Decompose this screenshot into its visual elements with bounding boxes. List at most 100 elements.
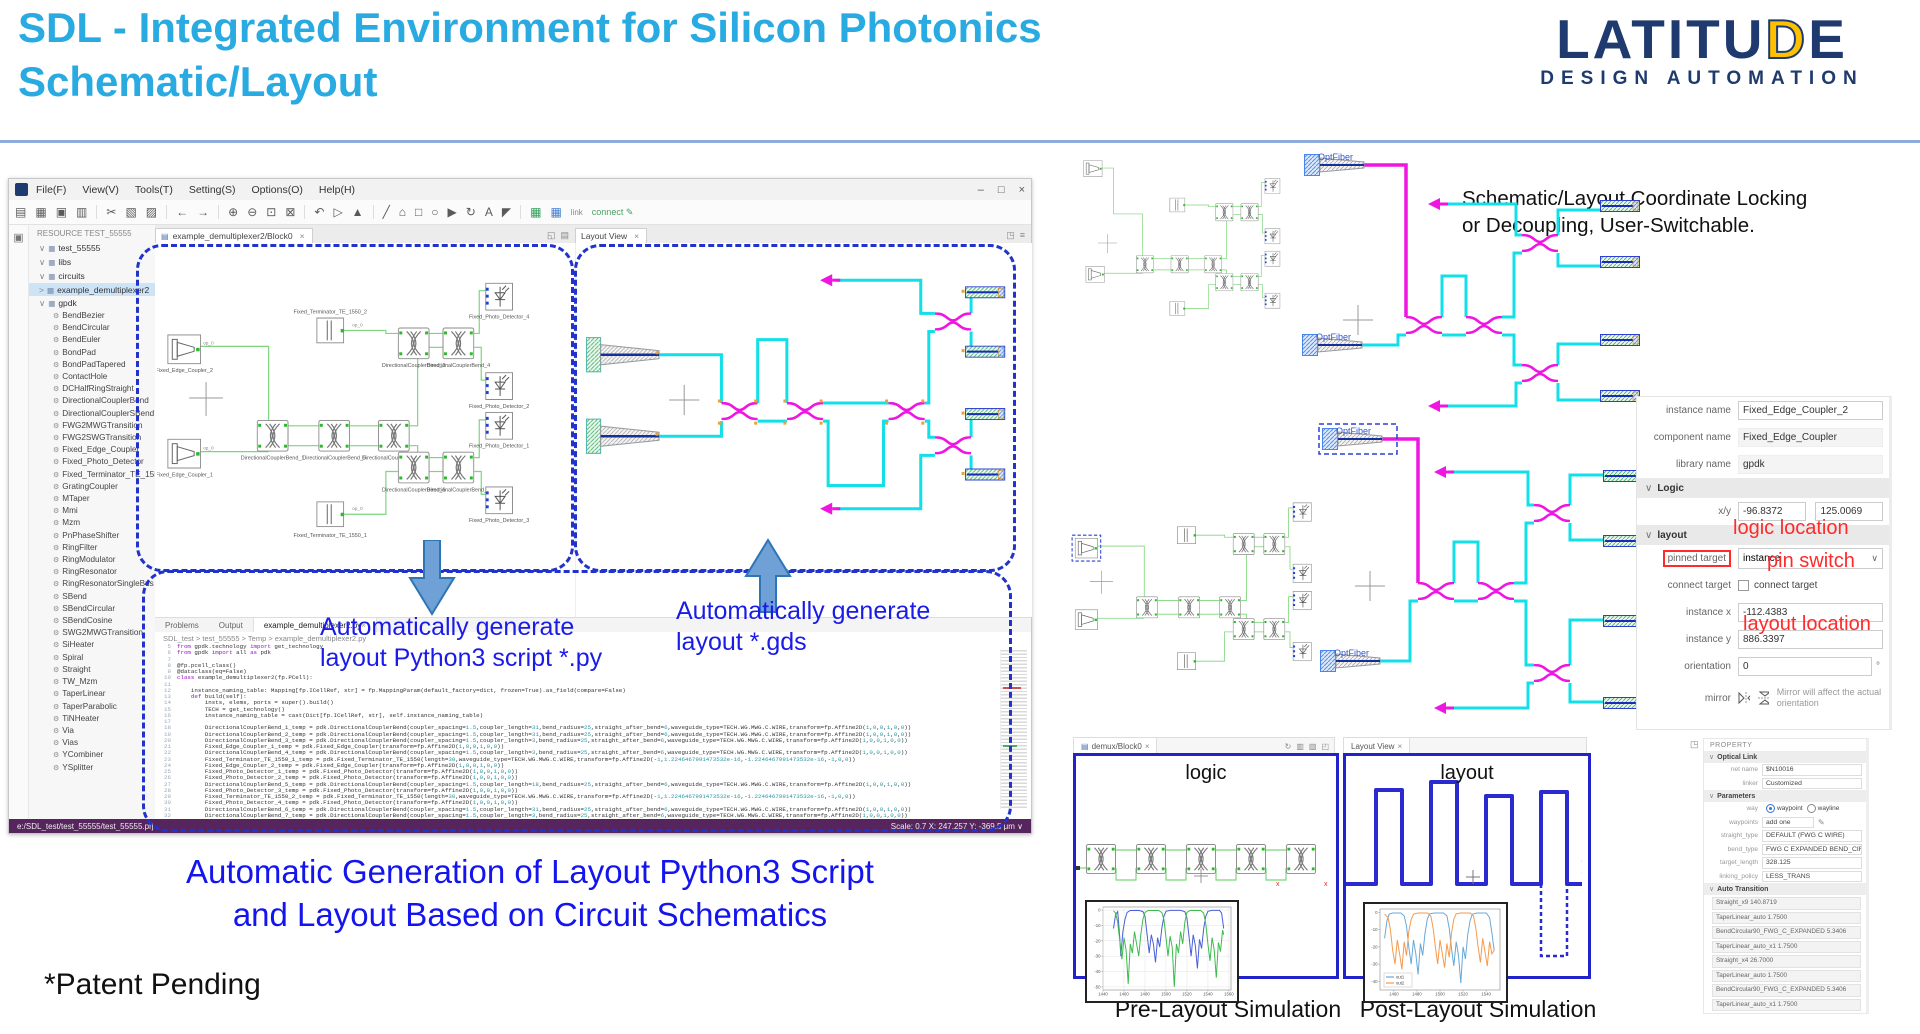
flag-icon[interactable]: ▲ <box>351 205 364 219</box>
schematic-symbol[interactable] <box>167 438 202 469</box>
schematic-symbol[interactable] <box>1176 526 1197 545</box>
zoom-window-icon[interactable]: ⊡ <box>266 205 277 219</box>
linking-policy-field[interactable]: LESS_TRANS <box>1762 870 1862 882</box>
tab-layout-view-bottom[interactable]: Layout View× <box>1344 738 1411 754</box>
schematic-symbol[interactable] <box>318 419 351 452</box>
component-item[interactable]: ⚙SBend <box>53 591 87 601</box>
schematic-symbol[interactable] <box>1240 203 1259 222</box>
fullscreen-icon[interactable]: ◳ <box>1690 739 1699 749</box>
schematic-symbol[interactable] <box>316 317 345 344</box>
schematic-symbol[interactable] <box>1136 596 1158 619</box>
close-button[interactable]: × <box>1018 183 1025 196</box>
instance-name-field[interactable]: Fixed_Edge_Coupler_2 <box>1738 401 1883 420</box>
schematic-symbol[interactable] <box>256 419 289 452</box>
schematic-symbol[interactable] <box>1083 160 1103 178</box>
tree-item-test_55555[interactable]: ∨▦test_55555 <box>39 242 101 253</box>
tab-schematic[interactable]: ▤example_demultiplexer2/Block0× <box>155 228 313 243</box>
parameters-section[interactable]: ∨Parameters <box>1704 790 1866 802</box>
layout-detector[interactable] <box>1600 200 1640 212</box>
code-minimap[interactable] <box>1000 649 1027 809</box>
tree-item-circuits[interactable]: ∨▦circuits <box>39 270 85 281</box>
component-item[interactable]: ⚙TaperParabolic <box>53 701 117 711</box>
code-tab-example-demultiplexer2-py[interactable]: example_demultiplexer2.py × <box>252 618 377 633</box>
rotate-icon[interactable]: ↶ <box>314 205 325 219</box>
component-item[interactable]: ⚙Fixed_Photo_Detector <box>53 457 144 467</box>
schematic-symbol[interactable] <box>1135 255 1154 274</box>
menu-view[interactable]: View(V) <box>82 183 119 196</box>
schematic-symbol[interactable] <box>1292 642 1312 662</box>
ellipse-tool-icon[interactable]: ○ <box>431 205 439 219</box>
logic-x-field[interactable]: -96.8372 <box>1738 502 1806 521</box>
schematic-symbol[interactable] <box>1292 563 1312 583</box>
component-item[interactable]: ⚙Spiral <box>53 652 84 662</box>
waypoints-field[interactable]: add one <box>1762 816 1814 828</box>
component-item[interactable]: ⚙BondPadTapered <box>53 359 126 369</box>
mini-schematic-middle[interactable] <box>1068 478 1354 685</box>
layout-detector[interactable] <box>965 286 1006 299</box>
mini-schematic-top[interactable] <box>1080 158 1315 384</box>
schematic-symbol[interactable] <box>1264 178 1281 194</box>
tab-close-icon[interactable]: × <box>1144 741 1150 751</box>
target-length-field[interactable]: 328.125 <box>1762 857 1862 869</box>
schematic-symbol[interactable] <box>442 451 475 484</box>
schematic-symbol[interactable] <box>1176 652 1197 671</box>
component-item[interactable]: ⚙Mmi <box>53 506 78 516</box>
net-name-field[interactable]: $N10016 <box>1762 764 1862 776</box>
tab-demux-block0[interactable]: ▤demux/Block0× <box>1074 738 1158 754</box>
layout-detector[interactable] <box>965 345 1006 358</box>
component-item[interactable]: ⚙FWG2SWGTransition <box>53 433 142 443</box>
component-item[interactable]: ⚙RingResonatorSingleBus <box>53 579 154 589</box>
component-item[interactable]: ⚙BondPad <box>53 347 96 357</box>
pinned-target-dropdown[interactable]: instance∨ <box>1738 548 1883 569</box>
schematic-symbol[interactable] <box>1286 844 1316 874</box>
schematic-symbol[interactable] <box>485 372 514 400</box>
layout-detector[interactable] <box>1600 256 1640 268</box>
minimize-button[interactable]: – <box>977 183 984 196</box>
connect-tool-label[interactable]: connect ✎ <box>591 206 634 217</box>
run-icon[interactable]: ▷ <box>333 205 343 219</box>
instance-x-field[interactable]: -112.4383 <box>1738 603 1883 622</box>
chevron-down-icon[interactable]: ∨ <box>1017 821 1023 831</box>
auto-transition-section[interactable]: ∨Auto Transition <box>1704 883 1866 895</box>
logic-y-field[interactable]: 125.0069 <box>1815 502 1884 521</box>
component-item[interactable]: ⚙Mzm <box>53 518 81 528</box>
component-item[interactable]: ⚙Via <box>53 725 74 735</box>
component-item[interactable]: ⚙SBendCosine <box>53 616 113 626</box>
rotate-tool-icon[interactable]: ↻ <box>465 205 476 219</box>
schematic-symbol[interactable] <box>1215 273 1234 292</box>
schematic-symbol[interactable] <box>1086 844 1116 874</box>
component-item[interactable]: ⚙BendBezier <box>53 311 105 320</box>
schematic-symbol[interactable] <box>1204 255 1223 274</box>
schematic-symbol[interactable] <box>377 419 410 452</box>
menu-help[interactable]: Help(H) <box>318 183 356 196</box>
line-tool-icon[interactable]: ╱ <box>382 205 390 219</box>
layout-detector[interactable] <box>965 408 1006 421</box>
pencil-icon[interactable]: ✎ <box>1818 817 1825 827</box>
tab-layout-view[interactable]: Layout View× <box>575 228 648 243</box>
bend-type-field[interactable]: FWG C EXPANDED BEND_CIRCULAR <box>1762 843 1862 855</box>
schematic-symbol[interactable] <box>1136 844 1166 874</box>
back-icon[interactable]: ← <box>176 205 189 219</box>
pane-icons[interactable]: ◳≡ <box>1006 230 1031 243</box>
orientation-field[interactable]: 0 <box>1738 657 1872 676</box>
schematic-symbol[interactable] <box>1169 301 1186 316</box>
component-item[interactable]: ⚙Fixed_Edge_Coupler <box>53 445 140 455</box>
schematic-symbol[interactable] <box>1236 844 1266 874</box>
schematic-symbol[interactable] <box>1264 228 1281 245</box>
connect-target-checkbox[interactable] <box>1738 580 1749 591</box>
component-item[interactable]: ⚙BendCircular <box>53 323 110 333</box>
tree-item-gpdk[interactable]: ∨▦gpdk <box>39 297 77 308</box>
zoom-out-icon[interactable]: ⊖ <box>247 205 258 219</box>
component-item[interactable]: ⚙DCHalfRingStraight <box>53 384 134 394</box>
schematic-symbol[interactable] <box>1232 533 1255 555</box>
tree-item-example_demultiplexer2[interactable]: >▦example_demultiplexer2 <box>29 283 155 296</box>
schematic-symbol[interactable] <box>1263 533 1286 555</box>
component-item[interactable]: ⚙TaperLinear <box>53 689 106 699</box>
component-item[interactable]: ⚙PnPhaseShifter <box>53 530 120 540</box>
mirror-horizontal-icon[interactable] <box>1738 692 1751 704</box>
schematic-symbol[interactable] <box>1169 197 1186 213</box>
component-item[interactable]: ⚙RingModulator <box>53 555 116 565</box>
schematic-symbol[interactable] <box>1074 537 1098 559</box>
